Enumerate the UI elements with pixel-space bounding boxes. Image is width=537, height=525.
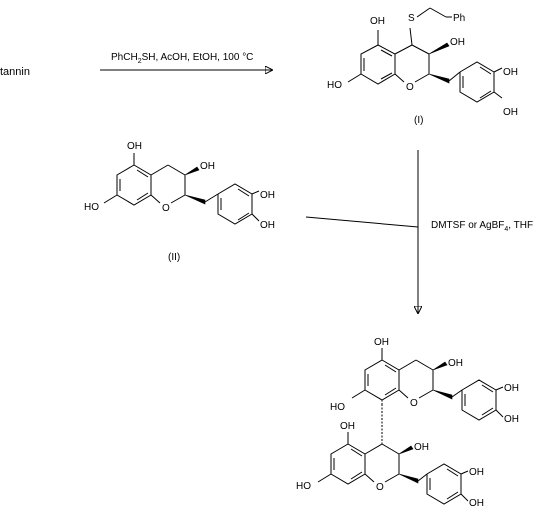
- compound-II-ho-7: HO: [84, 202, 99, 213]
- compound-I-sulfur: S: [408, 13, 415, 24]
- compound-II-oh-3: OH: [200, 161, 215, 172]
- compound-II-structure: [103, 153, 260, 225]
- product-upper-ring-o: O: [410, 398, 418, 409]
- compound-II-label: (II): [168, 252, 180, 263]
- product-upper-ho-7: HO: [330, 402, 345, 413]
- product-upper-oh-5: OH: [374, 337, 389, 348]
- reactant-tannin: tannin: [0, 66, 30, 78]
- compound-II-oh-4prime: OH: [260, 220, 275, 231]
- compound-I-structure: [347, 7, 503, 103]
- step1-reagents: PhCH2SH, AcOH, EtOH, 100 °C: [111, 52, 253, 65]
- product-upper-oh-3: OH: [448, 358, 463, 369]
- compound-II-oh-3prime: OH: [260, 190, 275, 201]
- compound-I-ho-7: HO: [327, 80, 342, 91]
- step2-reagents: DMTSF or AgBF4, THF: [431, 220, 533, 233]
- product-lower-ring-o: O: [376, 482, 384, 493]
- product-upper-oh-3prime: OH: [504, 383, 519, 394]
- compound-I-oh-1: OH: [370, 16, 385, 27]
- compound-I-oh-3: OH: [450, 37, 465, 48]
- compound-I-label: (I): [414, 115, 423, 126]
- compound-II-oh-5: OH: [127, 141, 142, 152]
- product-lower-oh-5: OH: [340, 421, 355, 432]
- product-dimer-structure: [317, 348, 504, 505]
- compound-I-oh-4prime: OH: [503, 107, 518, 118]
- product-upper-oh-4prime: OH: [504, 414, 519, 425]
- product-lower-ho-7: HO: [296, 481, 311, 492]
- compound-I-ring-o: O: [406, 82, 414, 93]
- product-lower-oh-3prime: OH: [469, 467, 484, 478]
- product-lower-oh-4prime: OH: [469, 498, 484, 509]
- compound-I-ph: Ph: [453, 13, 465, 24]
- step2-merge-line: [305, 216, 419, 228]
- compound-I-oh-3prime: OH: [503, 67, 518, 78]
- product-lower-oh-3: OH: [414, 442, 429, 453]
- compound-II-ring-o: O: [162, 203, 170, 214]
